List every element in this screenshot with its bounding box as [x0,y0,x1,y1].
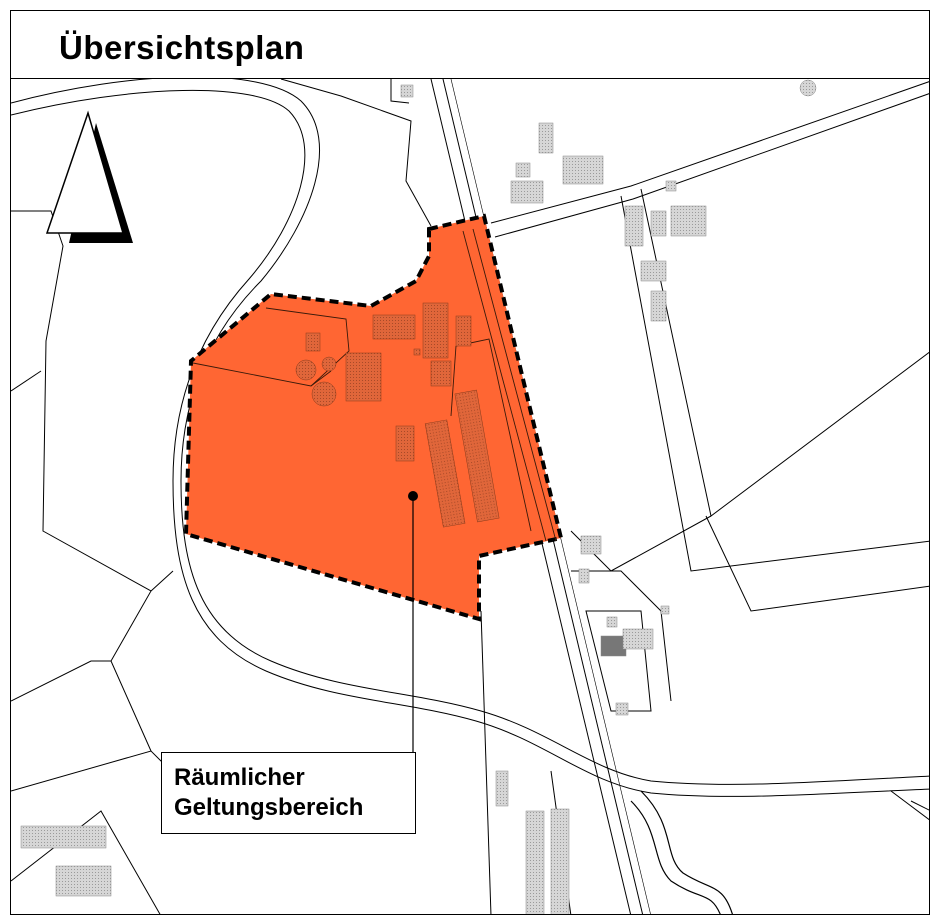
north-arrow-icon [45,110,133,243]
parcel-bottom-right [890,790,929,821]
parcel-left-f [150,570,174,592]
parcel-bottom-a [480,610,492,914]
parcel-left-b [11,370,42,392]
parcel-left-c [11,660,111,702]
stream-2 [640,790,733,914]
title-bar: Übersichtsplan [11,11,929,79]
parcel-left-e [11,810,161,914]
parcel-top-a [280,78,432,227]
road-upper-right-2 [494,93,929,238]
scope-area [183,213,564,622]
parcel-bottom-right-2 [910,800,929,811]
map-title: Übersichtsplan [59,29,305,66]
map-frame: Übersichtsplan Räumlicher Geltungsbereic… [10,10,930,915]
parcel-right-b [640,188,929,517]
parcel-top-b [390,79,410,104]
scope-label-box: Räumlicher Geltungsbereich [161,752,416,834]
map-canvas [11,76,929,914]
parcel-right-a [620,195,929,572]
parcel-right-e [571,570,672,702]
buildings-inside [295,302,500,528]
parcel-right-c [705,515,929,612]
parcel-right-f [585,610,652,712]
winding-road-outer [11,76,929,785]
stream [630,800,721,914]
buildings-outside [20,79,817,914]
scope-label-line2: Geltungsbereich [174,794,364,821]
parcel-left-a [11,210,152,752]
parcel-left-d [11,750,172,792]
winding-road-inner [11,89,929,797]
scope-label-line1: Räumlicher [174,764,305,791]
road-upper-right-1 [490,81,929,224]
